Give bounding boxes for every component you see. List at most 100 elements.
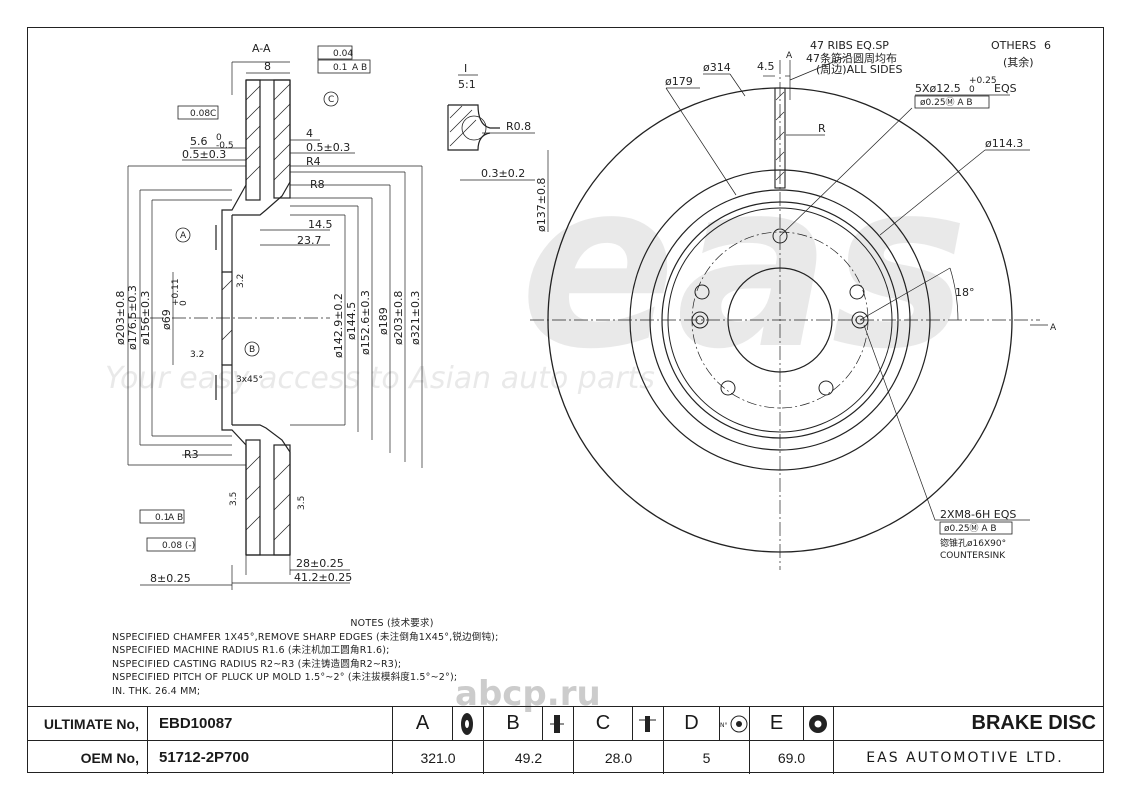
datum-c: C	[328, 95, 334, 105]
dim-phi-203b: ø203±0.8	[392, 291, 405, 345]
dim-0-5b: 0.5±0.3	[306, 141, 350, 154]
title-block-divider	[27, 740, 1104, 742]
others-cn: (其余)	[1003, 55, 1034, 69]
bolt-count-icon: N°	[720, 715, 748, 733]
detail-label: I	[464, 62, 467, 75]
col-d-value: 5	[702, 749, 711, 766]
watermark-logo: eas	[520, 133, 968, 400]
angle-18: 18°	[955, 286, 975, 299]
label-section-aa: A-A	[252, 42, 271, 55]
col-a-value: 321.0	[420, 749, 456, 766]
label-r: R	[818, 122, 826, 135]
front-texts: ø179 ø314 4.5 A 47 RIBS EQ.SP 47条筋沿圆周均布 …	[665, 39, 1057, 561]
watermark: eas Your easy access to Asian auto parts	[105, 133, 968, 400]
col-e-value: 69.0	[777, 749, 806, 766]
company-name: EAS AUTOMOTIVE LTD.	[866, 749, 1064, 766]
fcf-flat2: 0.08 (-)	[162, 541, 195, 551]
dim-5-6-tol2: -0.5	[216, 141, 234, 151]
sec-mark-a-right: A	[1050, 323, 1057, 333]
radius-r3: R3	[184, 448, 199, 461]
dim-phi-314: ø314	[703, 61, 731, 74]
dim-phi-69-tol2: 0	[179, 300, 189, 306]
ultimate-value: EBD10087	[159, 715, 233, 732]
dim-phi-114-3: ø114.3	[985, 137, 1023, 150]
ribs-line2: 47条筋沿圆周均布	[806, 51, 897, 65]
dim-phi-156: ø156±0.3	[139, 291, 152, 345]
disc-height-icon	[550, 715, 564, 733]
dim-28: 28±0.25	[296, 557, 344, 570]
dim-phi-179: ø179	[665, 75, 693, 88]
dim-phi-144-5: ø144.5	[345, 302, 358, 340]
notes-line: IN. THK. 26.4 MM;	[112, 685, 201, 697]
col-a-letter: A	[415, 712, 430, 734]
section-view	[128, 79, 330, 556]
dim-phi-152-6: ø152.6±0.3	[359, 290, 372, 355]
fcf-flatness: 0.04	[333, 49, 353, 59]
product-title: BRAKE DISC	[971, 712, 1096, 734]
drawing-frame	[27, 27, 1104, 773]
dim-4-5: 4.5	[757, 60, 775, 73]
dim-phi-142-9: ø142.9±0.2	[332, 293, 345, 358]
roughness-3-5b: 3.5	[297, 496, 307, 510]
chamfer-3x45: 3x45°	[236, 375, 263, 385]
dim-8b: 8±0.25	[150, 572, 191, 585]
col-c-letter: C	[595, 712, 611, 734]
oem-value: 51712-2P700	[159, 749, 250, 766]
dim-width-8: 8	[264, 60, 271, 73]
svg-text:N°: N°	[720, 722, 728, 729]
others-num: 6	[1044, 39, 1051, 52]
fcf-runout2: 0.1	[155, 513, 169, 523]
dim-4: 4	[306, 127, 313, 140]
dim-0-5a: 0.5±0.3	[182, 148, 226, 161]
dim-phi-137: ø137±0.8	[535, 178, 548, 232]
fcf-runout2-ref: A B	[168, 513, 183, 523]
disc-diameter-icon	[461, 713, 473, 735]
col-d-letter: D	[684, 712, 699, 734]
ribs-line3: (周边)ALL SIDES	[816, 63, 903, 76]
notes-heading: NOTES (技术要求)	[350, 618, 434, 629]
detail-radius: R0.8	[506, 120, 531, 133]
fcf-runout: 0.1	[333, 63, 347, 73]
holes-spec: 5Xø12.5	[915, 82, 961, 95]
col-c-value: 28.0	[604, 749, 633, 766]
ribs-line1: 47 RIBS EQ.SP	[810, 39, 889, 52]
roughness-3-5a: 3.5	[229, 492, 239, 506]
dim-5-6: 5.6	[190, 135, 208, 148]
ultimate-label: ULTIMATE No,	[43, 715, 139, 732]
holes-eqs: EQS	[994, 82, 1017, 95]
front-leaders	[665, 54, 1048, 521]
col-b-value: 49.2	[514, 749, 543, 766]
holes-position: ø0.25Ⓜ A B	[920, 97, 973, 108]
dim-phi-69-tol: +0.11	[171, 278, 181, 306]
roughness-3-2b: 3.2	[190, 350, 204, 360]
detail-dim: 0.3±0.2	[481, 167, 525, 180]
oem-label: OEM No,	[80, 749, 139, 766]
section-dim-lines	[127, 61, 423, 590]
holes-tol2: 0	[969, 85, 975, 95]
disc-thickness-icon	[639, 716, 656, 732]
dim-phi-69: ø69	[160, 309, 173, 330]
holes-tol1: +0.25	[969, 76, 997, 86]
dim-14-5: 14.5	[308, 218, 333, 231]
notes-line: NSPECIFIED CHAMFER 1X45°,REMOVE SHARP ED…	[112, 631, 499, 643]
notes-line: NSPECIFIED PITCH OF PLUCK UP MOLD 1.5°~2…	[112, 672, 458, 683]
center-bore-icon	[809, 715, 827, 733]
watermark-site: abcp.ru	[455, 674, 601, 714]
dim-phi-176-5: ø176.5±0.3	[126, 285, 139, 350]
notes-line: NSPECIFIED MACHINE RADIUS R1.6 (未注机加工圆角R…	[112, 645, 390, 656]
dim-23-7: 23.7	[297, 234, 322, 247]
watermark-tagline: Your easy access to Asian auto parts	[105, 361, 655, 396]
detail-scale: 5:1	[458, 78, 476, 91]
datum-a: A	[180, 231, 187, 241]
dim-phi-321: ø321±0.3	[409, 291, 422, 345]
dim-41-2: 41.2±0.25	[294, 571, 352, 584]
tap-spec: 2XM8-6H EQS	[940, 508, 1016, 521]
section-hatching	[221, 83, 291, 541]
col-b-letter: B	[506, 712, 520, 734]
title-block: ULTIMATE No, EBD10087 OEM No, 51712-2P70…	[27, 706, 1104, 774]
radius-r8: R8	[310, 178, 325, 191]
radius-r4: R4	[306, 155, 321, 168]
fcf-runout-ref: A B	[352, 63, 367, 73]
